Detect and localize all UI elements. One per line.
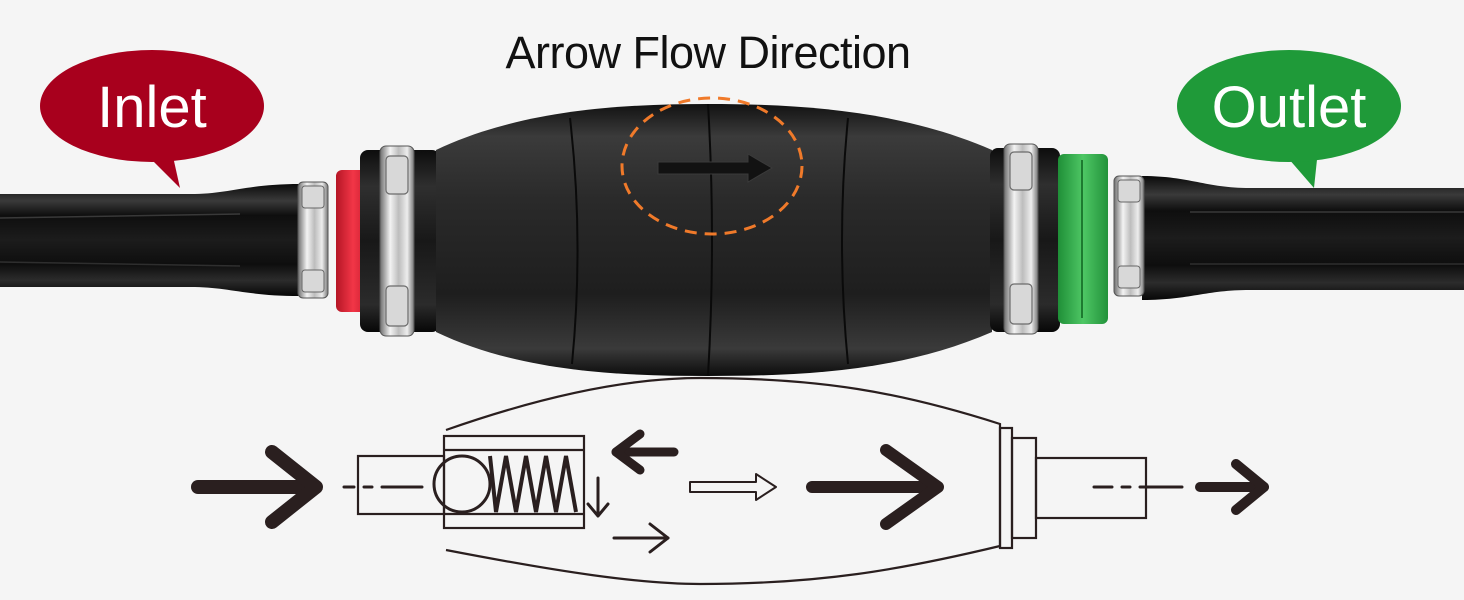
outlet-label: Outlet [1212,75,1367,140]
outlet-collar [1058,154,1108,324]
embossed-flow-arrow [657,153,773,183]
inlet-label: Inlet [97,75,207,140]
outlet-hose [1142,176,1464,300]
valve-drop-arrow-icon [586,476,610,518]
inlet-bulb-clamp [379,145,415,337]
outlet-flow-arrow-icon [1195,459,1269,515]
inlet-hose-clamp [297,181,329,299]
outlet-bulb-clamp [1003,143,1039,335]
cutaway-diagram [356,376,1148,586]
outlet-bubble: Outlet [1177,50,1401,188]
chamber-flow-arrow-icon [806,444,944,530]
return-flow-arrow-icon [611,429,679,475]
hollow-flow-arrow-icon [689,473,777,501]
bypass-flow-arrow-icon [612,522,670,554]
inlet-hose [0,184,300,296]
inlet-bubble: Inlet [40,50,264,188]
diagram-arrows [191,429,1269,554]
highlight-circle [620,96,804,236]
inlet-flow-arrow-icon [191,445,323,529]
primer-bulb [360,103,1060,377]
outlet-hose-clamp [1113,175,1145,297]
